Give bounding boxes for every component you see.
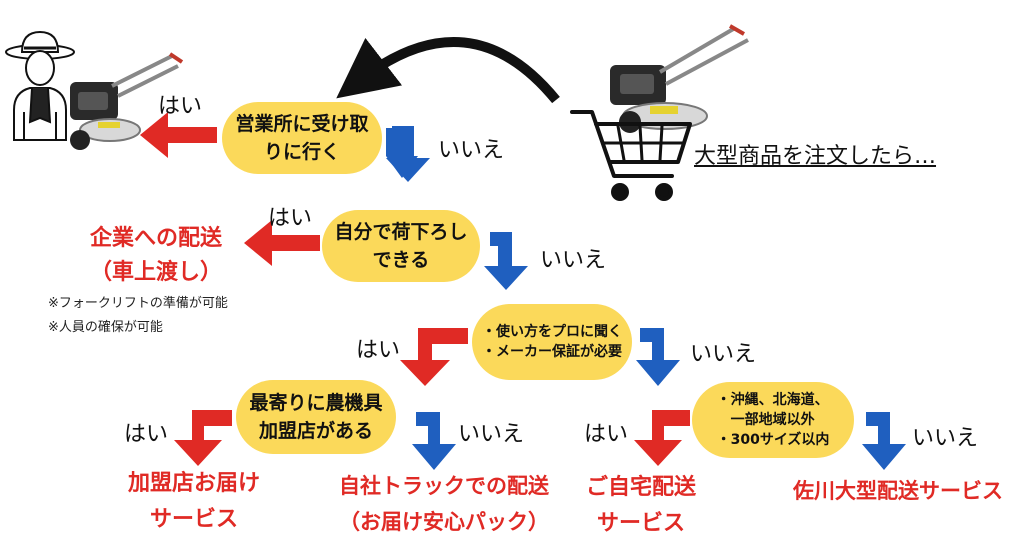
outcome-own-truck-line2: （お届け安心パック）	[339, 510, 549, 534]
tiller-machine-icon	[70, 52, 184, 150]
no-arrow-q3	[636, 328, 680, 386]
yes-label-q4: はい	[124, 422, 169, 447]
start-arrow	[336, 36, 560, 104]
note-staff: ※人員の確保が可能	[48, 320, 163, 335]
question-pickup-line2: りに行く	[263, 141, 340, 163]
yes-arrow-q3	[400, 328, 468, 386]
yes-label-q3: はい	[356, 338, 401, 363]
yes-arrow-q2	[244, 220, 320, 266]
yes-arrow-q1	[140, 112, 217, 158]
question-pickup-line1: 営業所に受け取	[235, 113, 369, 135]
no-arrow-q1	[386, 126, 430, 182]
yes-label-q1: はい	[158, 94, 203, 119]
question-self-unload-line2: できる	[372, 249, 430, 271]
outcome-dealer-line1: 加盟店お届け	[127, 471, 260, 496]
yes-label-q5: はい	[584, 422, 629, 447]
no-label-q4: いいえ	[458, 422, 525, 447]
outcome-corporate-line2: （車上渡し）	[89, 260, 222, 285]
question-region-size: ・沖縄、北海道、 一部地域以外 ・300サイズ以内	[692, 382, 854, 458]
question-self-unload: 自分で荷下ろし できる	[322, 210, 480, 282]
question-nearby-dealer-line1: 最寄りに農機具	[249, 392, 383, 414]
question-pro-support-line2: ・メーカー保証が必要	[482, 344, 622, 360]
question-nearby-dealer: 最寄りに農機具 加盟店がある	[236, 380, 396, 454]
outcome-own-truck: 自社トラックでの配送 （お届け安心パック）	[322, 468, 566, 540]
outcome-home-line2: サービス	[596, 511, 685, 536]
no-label-q1: いいえ	[438, 138, 505, 163]
no-label-q5: いいえ	[912, 426, 979, 451]
no-arrow-q4	[412, 412, 456, 470]
outcome-sagawa: 佐川大型配送サービス	[793, 479, 1003, 503]
question-region-size-line3: ・300サイズ以内	[716, 432, 830, 448]
question-region-size-line2: 一部地域以外	[716, 412, 815, 428]
question-self-unload-line1: 自分で荷下ろし	[334, 221, 468, 243]
yes-arrow-q4	[174, 410, 232, 466]
outcome-own-truck-line1: 自社トラックでの配送	[339, 474, 549, 498]
outcome-corporate-delivery: 企業への配送 （車上渡し）	[76, 222, 236, 290]
question-pro-support-line1: ・使い方をプロに聞く	[482, 324, 622, 340]
question-pickup: 営業所に受け取 りに行く	[222, 102, 382, 174]
outcome-home-line1: ご自宅配送	[585, 475, 696, 500]
outcome-dealer-delivery: 加盟店お届け サービス	[104, 466, 284, 538]
no-label-q3: いいえ	[690, 342, 757, 367]
outcome-dealer-line2: サービス	[149, 507, 238, 532]
no-arrow-q5	[862, 412, 906, 470]
headline: 大型商品を注文したら…	[694, 144, 937, 169]
yes-label-q2: はい	[268, 206, 313, 231]
tiller-product-icon	[610, 24, 749, 133]
note-forklift: ※フォークリフトの準備が可能	[48, 296, 228, 311]
no-arrow-q2	[484, 232, 528, 290]
farmer-icon	[5, 30, 75, 141]
shopping-cart-icon	[570, 110, 692, 201]
outcome-corporate-line1: 企業への配送	[89, 226, 222, 251]
question-region-size-line1: ・沖縄、北海道、	[716, 392, 829, 408]
question-nearby-dealer-line2: 加盟店がある	[258, 420, 373, 442]
question-pro-support: ・使い方をプロに聞く ・メーカー保証が必要	[472, 304, 632, 380]
outcome-home-delivery: ご自宅配送 サービス	[576, 470, 706, 542]
no-label-q2: いいえ	[540, 248, 607, 273]
yes-arrow-q5	[634, 410, 690, 466]
